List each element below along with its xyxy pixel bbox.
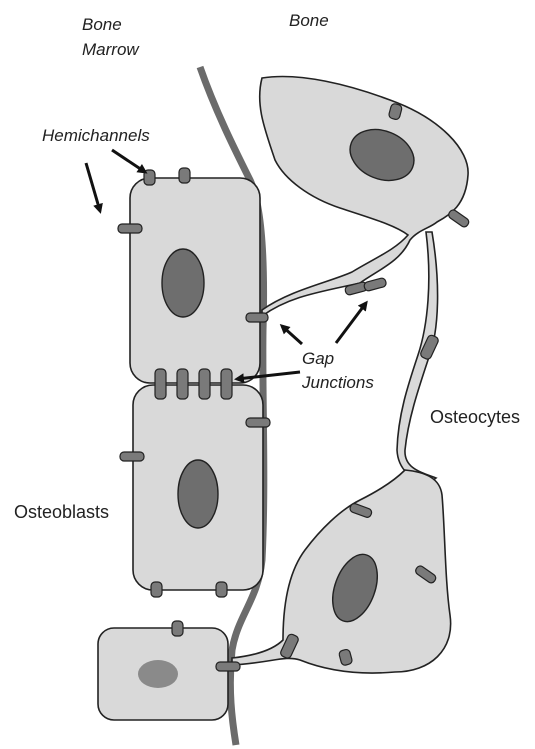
- arrow-gap-1: [282, 326, 302, 344]
- osteoblast-nucleus-lower: [178, 460, 218, 528]
- arrow-hemichannels-2: [86, 163, 100, 211]
- hemichannel: [179, 168, 190, 183]
- arrow-hemichannels-1: [112, 150, 145, 172]
- label-bone-marrow-line2: Marrow: [82, 40, 140, 59]
- label-hemichannels: Hemichannels: [42, 126, 150, 145]
- label-gap-line2: Junctions: [301, 373, 374, 392]
- hemichannel: [144, 170, 155, 185]
- gap-junction: [155, 369, 166, 399]
- gap-junction: [177, 369, 188, 399]
- gap-junction: [363, 277, 387, 291]
- hemichannel: [151, 582, 162, 597]
- arrow-gap-2: [336, 303, 366, 343]
- hemichannel: [120, 452, 144, 461]
- hemichannel: [172, 621, 183, 636]
- gap-junction: [221, 369, 232, 399]
- hemichannel: [447, 208, 470, 228]
- label-osteocytes: Osteocytes: [430, 407, 520, 427]
- hemichannel: [246, 313, 268, 322]
- osteoblast-nucleus-upper: [162, 249, 204, 317]
- label-bone-marrow-line1: Bone: [82, 15, 122, 34]
- hemichannel: [118, 224, 142, 233]
- hemichannel: [216, 662, 240, 671]
- osteocyte-process: [397, 232, 438, 484]
- label-osteoblasts: Osteoblasts: [14, 502, 109, 522]
- gap-junction: [199, 369, 210, 399]
- lining-cell-nucleus: [138, 660, 178, 688]
- label-bone: Bone: [289, 11, 329, 30]
- hemichannel: [216, 582, 227, 597]
- hemichannel: [246, 418, 270, 427]
- label-gap-line1: Gap: [302, 349, 334, 368]
